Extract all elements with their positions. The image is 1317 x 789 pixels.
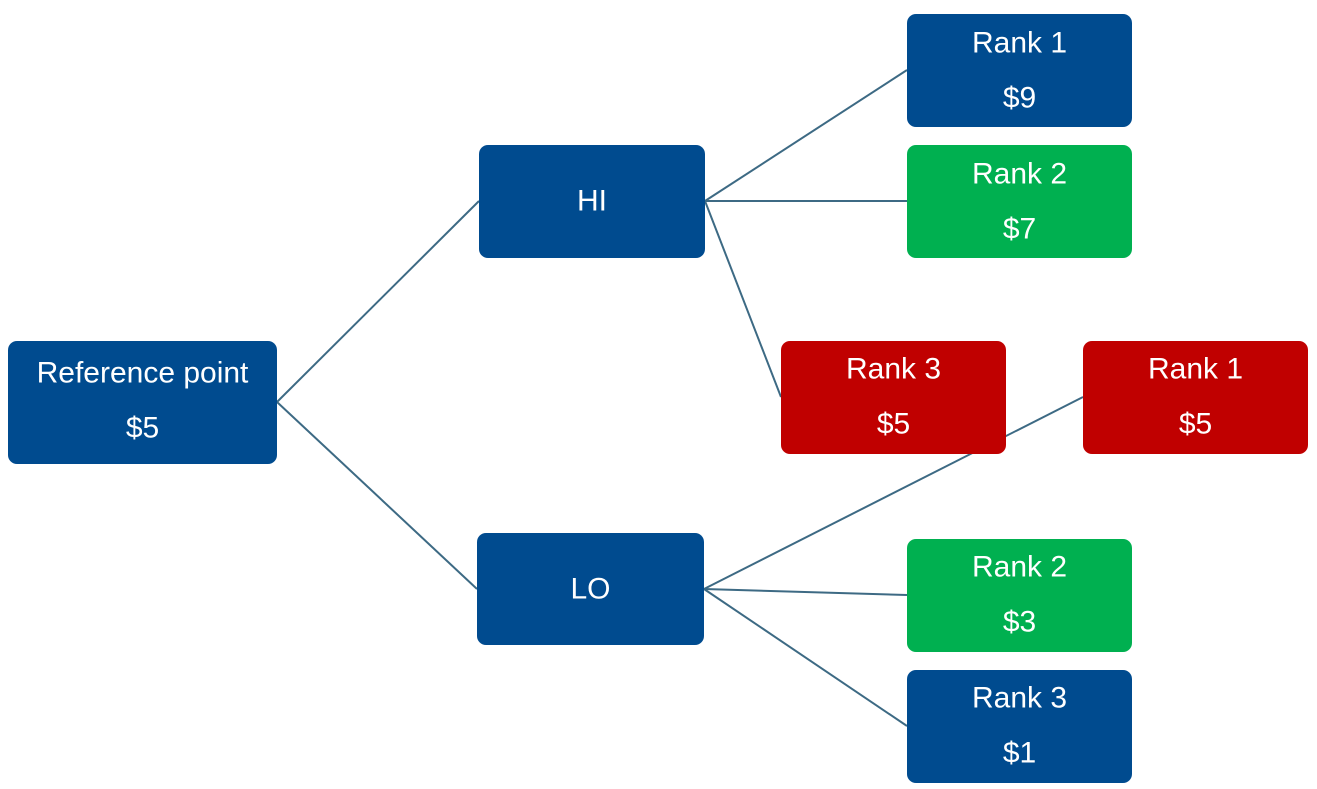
node-title: Rank 2 — [972, 551, 1067, 584]
node-value: $3 — [1003, 606, 1036, 639]
node-hi-rank-1: Rank 1 $9 — [907, 14, 1132, 127]
edge-lo-rank1 — [703, 396, 1084, 590]
node-title: Rank 2 — [972, 158, 1067, 191]
node-box — [907, 145, 1132, 258]
node-value: $5 — [1179, 408, 1212, 441]
node-reference-point: Reference point $5 — [8, 341, 277, 464]
node-lo-rank-2: Rank 2 $3 — [907, 539, 1132, 652]
node-title: Rank 1 — [1148, 353, 1243, 386]
node-title: Reference point — [37, 357, 249, 390]
node-lo-rank-3: Rank 3 $1 — [907, 670, 1132, 783]
node-title: Rank 3 — [846, 353, 941, 386]
edge-hi-rank3 — [704, 200, 782, 398]
node-title: LO — [570, 573, 610, 606]
node-box — [1083, 341, 1308, 454]
node-value: $9 — [1003, 82, 1036, 115]
node-lo-rank-1: Rank 1 $5 — [1083, 341, 1308, 454]
edge-lo-rank3 — [703, 588, 908, 727]
edge-lo-rank2 — [703, 588, 908, 596]
node-box — [8, 341, 277, 464]
connectors — [276, 69, 1084, 727]
node-box — [907, 539, 1132, 652]
node-hi-rank-2: Rank 2 $7 — [907, 145, 1132, 258]
node-hi: HI — [479, 145, 705, 258]
node-title: Rank 3 — [972, 682, 1067, 715]
node-lo: LO — [477, 533, 704, 645]
node-value: $5 — [126, 412, 159, 445]
edge-hi-rank1 — [704, 69, 908, 202]
node-box — [477, 533, 704, 645]
node-hi-rank-3: Rank 3 $5 — [781, 341, 1006, 454]
node-box — [781, 341, 1006, 454]
edge-reference-hi — [276, 200, 480, 403]
node-value: $1 — [1003, 737, 1036, 770]
node-value: $5 — [877, 408, 910, 441]
node-box — [907, 14, 1132, 127]
node-box — [479, 145, 705, 258]
node-box — [907, 670, 1132, 783]
node-title: Rank 1 — [972, 27, 1067, 60]
edge-reference-lo — [276, 401, 478, 590]
node-value: $7 — [1003, 213, 1036, 246]
node-title: HI — [577, 185, 607, 218]
